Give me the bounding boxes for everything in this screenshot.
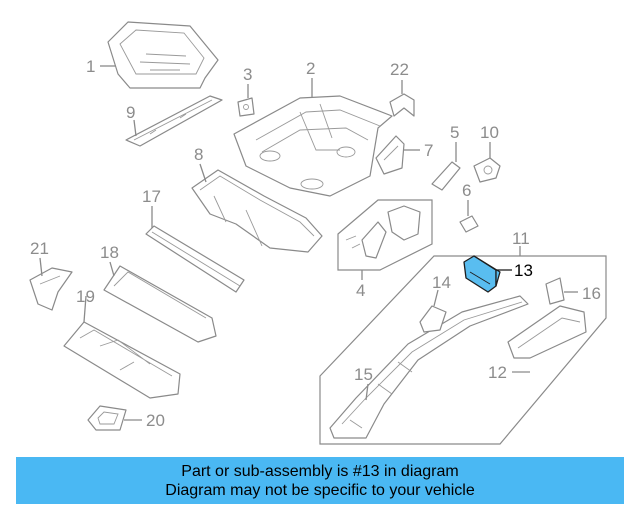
part-22-bracket [389, 93, 415, 117]
part-20-small-pan [87, 405, 127, 431]
callout-19: 19 [76, 287, 95, 306]
callout-16: 16 [582, 284, 601, 303]
parts-diagram: 1 9 3 2 22 7 5 [29, 21, 607, 445]
callout-6: 6 [462, 181, 471, 200]
part-4-group-box [337, 199, 433, 271]
part-3-bracket [237, 97, 255, 117]
callout-7: 7 [424, 141, 433, 160]
part-11-group-box [319, 255, 607, 445]
part-10-mount [473, 157, 501, 183]
part-2-rear-floor-pan [233, 95, 393, 197]
callout-20: 20 [146, 411, 165, 430]
part-14-bracket [419, 305, 447, 333]
part-21-bracket [29, 267, 73, 311]
leader-19 [83, 295, 87, 323]
banner-line-2: Diagram may not be specific to your vehi… [165, 481, 475, 499]
callout-14: 14 [432, 273, 451, 292]
callout-9: 9 [126, 103, 135, 122]
info-banner: Part or sub-assembly is #13 in diagram D… [16, 457, 624, 504]
part-19-floor-pan [63, 321, 181, 399]
part-7-bracket [375, 135, 405, 175]
banner-line-1: Part or sub-assembly is #13 in diagram [181, 462, 459, 480]
leader-14 [433, 289, 439, 307]
part-5-bracket [431, 161, 461, 191]
leader-15 [365, 383, 369, 401]
callout-11: 11 [512, 229, 530, 248]
part-17-crossmember [145, 225, 245, 293]
part-13-highlighted[interactable] [463, 255, 501, 293]
part-15-side-rail [329, 295, 529, 439]
callout-17: 17 [142, 187, 161, 206]
part-8-rear-panel [191, 169, 323, 253]
part-12-rail [507, 305, 587, 359]
callout-2: 2 [306, 59, 315, 78]
callout-18: 18 [100, 243, 119, 262]
leader-21 [39, 257, 43, 277]
callout-5: 5 [450, 123, 459, 142]
callout-8: 8 [194, 145, 203, 164]
callout-15: 15 [354, 365, 373, 384]
callout-12: 12 [488, 363, 507, 382]
callout-13[interactable]: 13 [514, 261, 533, 280]
leader-18 [109, 261, 115, 277]
part-1-spare-tire-pan [107, 21, 219, 89]
part-4-brackets [345, 205, 421, 259]
part-16-bracket [545, 277, 565, 305]
leader-9 [133, 119, 137, 137]
callout-4: 4 [356, 281, 365, 300]
part-6-bracket [459, 215, 479, 233]
callout-1: 1 [86, 57, 95, 76]
callout-21: 21 [30, 239, 49, 258]
callout-10: 10 [480, 123, 499, 142]
leader-8 [199, 163, 207, 183]
part-9-crossmember [125, 95, 223, 147]
callout-22: 22 [390, 60, 409, 79]
callout-3: 3 [243, 65, 252, 84]
part-18-floor-panel [103, 265, 217, 343]
